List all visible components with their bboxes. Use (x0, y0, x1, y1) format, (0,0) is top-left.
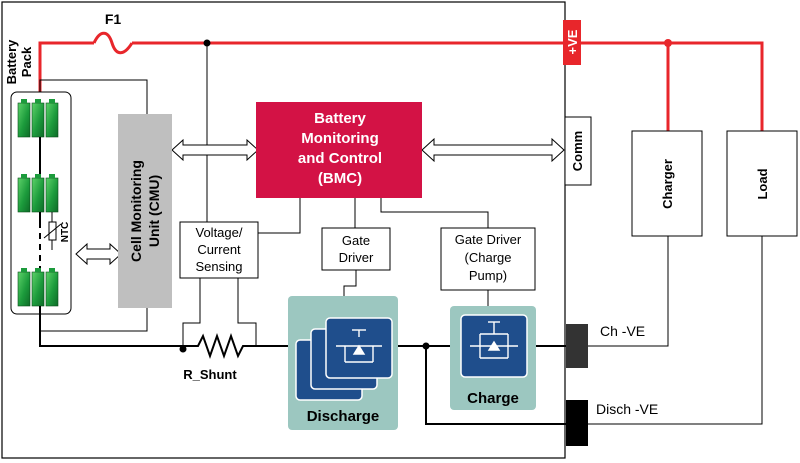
battery-pack-label-line2: Pack (19, 46, 34, 77)
bmc-label-line3: and Control (298, 150, 382, 167)
gate-driver-charge-line3: Pump) (469, 268, 507, 283)
comm-block (564, 116, 592, 186)
bmc-label-line2: Monitoring (301, 130, 378, 147)
gate-driver-discharge-line2: Driver (339, 250, 374, 265)
ntc-thermistor (43, 212, 62, 250)
discharge-negative-terminal (566, 400, 588, 446)
discharge-junction (422, 342, 430, 350)
discharge-label: Discharge (307, 408, 380, 425)
discharge-negative-label: Disch -VE (596, 401, 658, 417)
cmu-block (118, 114, 172, 308)
shunt-junction (179, 345, 187, 353)
sensing-label-line2: Current (197, 242, 241, 257)
cmu-bmc-arrow (171, 138, 259, 162)
sensing-label-line3: Sensing (196, 259, 243, 274)
ntc-label: NTC (60, 222, 71, 243)
charge-mosfet-icon (470, 321, 518, 359)
discharge-mosfet-icon (336, 329, 382, 363)
cell-group-bottom (17, 268, 59, 307)
positive-terminal-label: +VE (565, 29, 580, 54)
voltage-current-sensing-block (179, 221, 259, 279)
shunt-label: R_Shunt (183, 367, 237, 382)
charge-negative-terminal (566, 324, 588, 368)
fuse-label: F1 (105, 11, 122, 27)
gate-driver-charge-block (440, 227, 536, 291)
bmc-label-line1: Battery (314, 110, 366, 127)
bms-enclosure (1, 1, 566, 459)
charger-label: Charger (660, 159, 675, 209)
bmc-block (256, 102, 422, 198)
charge-negative-label: Ch -VE (600, 323, 645, 339)
gate-driver-discharge-line1: Gate (342, 233, 370, 248)
cell-group-top (17, 99, 59, 138)
comm-label: Comm (570, 131, 585, 171)
sensing-label-line1: Voltage/ (196, 225, 243, 240)
load-block (726, 130, 798, 237)
cmu-label-line2: Unit (CMU) (146, 175, 162, 247)
load-label: Load (755, 168, 770, 199)
positive-rail (38, 31, 764, 131)
positive-terminal (563, 20, 581, 65)
charge-label: Charge (467, 390, 519, 407)
gate-driver-discharge-block (321, 227, 391, 271)
cell-group-middle (17, 174, 59, 213)
gate-driver-charge-line1: Gate Driver (455, 232, 522, 247)
charger-block (631, 130, 703, 237)
bmc-label-line4: (BMC) (318, 170, 362, 187)
gate-driver-charge-line2: (Charge (465, 250, 512, 265)
pack-cmu-arrow (75, 242, 122, 266)
bmc-comm-arrow (421, 137, 565, 163)
battery-pack-label-line1: Battery (4, 39, 19, 85)
cmu-label-line1: Cell Monitoring (128, 160, 144, 262)
signal-wires (39, 43, 763, 425)
rail-junction-right (664, 39, 672, 47)
